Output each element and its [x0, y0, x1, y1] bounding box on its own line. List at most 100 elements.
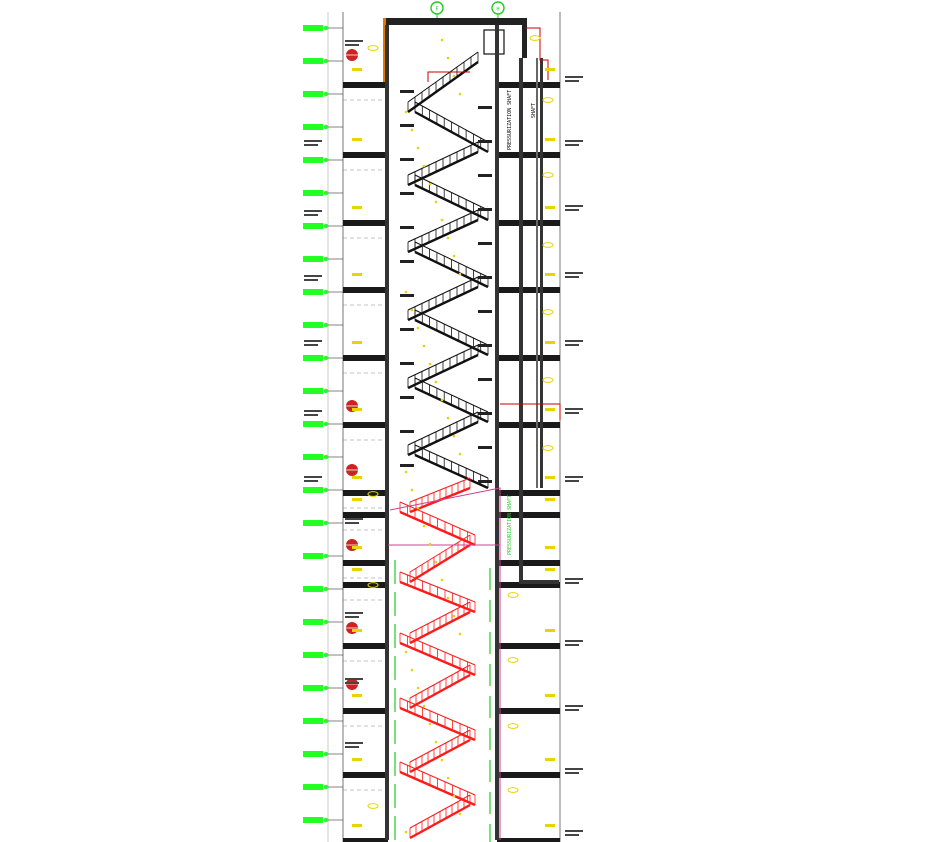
grid-marker-f-label: F: [435, 7, 438, 13]
note-line: [565, 340, 583, 342]
level-tag-dot: [323, 652, 329, 658]
slab-tag: [352, 68, 362, 71]
note-block: [565, 205, 583, 211]
level-tag: [303, 487, 343, 493]
level-tag-dot: [323, 355, 329, 361]
level-tag: [303, 124, 343, 130]
level-tag: [303, 256, 343, 262]
note-block: [565, 476, 583, 482]
upper-stair-flight: [414, 174, 489, 222]
slab-tag: [352, 138, 362, 141]
level-tag-box: [303, 256, 323, 262]
stair-landing: [478, 378, 492, 381]
dimension-marker: [404, 650, 408, 654]
elevation-eye-mark: [542, 242, 554, 248]
dimension-marker: [452, 254, 456, 258]
dimension-marker: [458, 92, 462, 96]
upper-stair-flight: [407, 344, 479, 390]
floor-slab-left: [343, 772, 388, 778]
dimension-marker: [416, 326, 420, 330]
dimension-marker: [452, 614, 456, 618]
elevation-eye-mark: [367, 491, 379, 497]
slab-tag: [545, 824, 555, 827]
note-block: [345, 612, 363, 618]
note-line: [345, 678, 363, 680]
level-tag-box: [303, 751, 323, 757]
dimension-marker: [428, 362, 432, 366]
level-tag: [303, 652, 343, 658]
slab-tag: [352, 568, 362, 571]
floor-slab-right: [497, 643, 560, 649]
level-tag-box: [303, 124, 323, 130]
dimension-marker: [416, 506, 420, 510]
level-tag-box: [303, 487, 323, 493]
level-tag-dot: [323, 289, 329, 295]
stair-wall-left: [385, 25, 389, 840]
dimension-marker: [404, 830, 408, 834]
slab-tag: [545, 694, 555, 697]
note-line: [565, 705, 583, 707]
dimension-marker: [404, 110, 408, 114]
section-symbol: [346, 622, 358, 634]
level-tag-dot: [323, 157, 329, 163]
upper-stair-flight: [407, 209, 479, 254]
note-line: [565, 772, 579, 774]
level-tag-box: [303, 619, 323, 625]
level-tag: [303, 619, 343, 625]
note-line: [345, 612, 363, 614]
level-tag-box: [303, 190, 323, 196]
level-tag-dot: [323, 91, 329, 97]
level-tag-dot: [323, 454, 329, 460]
dimension-marker: [410, 308, 414, 312]
level-tag-dot: [323, 586, 329, 592]
note-line: [565, 272, 583, 274]
level-tags: [303, 25, 343, 823]
upper-stair-flight: [407, 276, 479, 322]
note-block: [304, 340, 322, 346]
note-line: [565, 408, 583, 410]
level-tag: [303, 91, 343, 97]
level-tag: [303, 553, 343, 559]
dimension-marker: [452, 794, 456, 798]
note-block: [565, 76, 583, 82]
note-block: [565, 340, 583, 346]
dimension-marker: [434, 380, 438, 384]
dimension-marker: [440, 398, 444, 402]
dimension-marker: [452, 74, 456, 78]
slab-tag: [545, 476, 555, 479]
dimension-marker: [434, 740, 438, 744]
level-tag: [303, 751, 343, 757]
note-block: [304, 410, 322, 416]
elevation-eye-mark: [542, 97, 554, 103]
note-line: [304, 144, 318, 146]
note-line: [345, 746, 359, 748]
level-tag-box: [303, 421, 323, 427]
note-line: [565, 209, 579, 211]
stair-landing: [400, 362, 414, 365]
floor-slab-left: [343, 582, 388, 588]
note-block: [304, 210, 322, 216]
note-line: [565, 768, 583, 770]
floor-slab-left: [343, 838, 388, 842]
level-tag-dot: [323, 256, 329, 262]
red-annotation-line: [525, 27, 549, 80]
shaft-walls: [385, 25, 559, 840]
note-line: [565, 709, 579, 711]
floor-slab-left: [343, 560, 388, 566]
slab-tag: [352, 758, 362, 761]
upper-stair-flight: [414, 241, 489, 289]
service-shaft-inner: [536, 58, 538, 488]
note-line: [304, 476, 322, 478]
level-tag-dot: [323, 817, 329, 823]
level-tag-dot: [323, 619, 329, 625]
note-line: [565, 76, 583, 78]
level-tag: [303, 355, 343, 361]
floor-slab-left: [343, 287, 388, 293]
level-tag-dot: [323, 520, 329, 526]
stair-flights: [388, 51, 501, 842]
level-tag-box: [303, 685, 323, 691]
elevation-eye-mark: [542, 377, 554, 383]
level-tag-box: [303, 157, 323, 163]
dimension-marker: [428, 542, 432, 546]
